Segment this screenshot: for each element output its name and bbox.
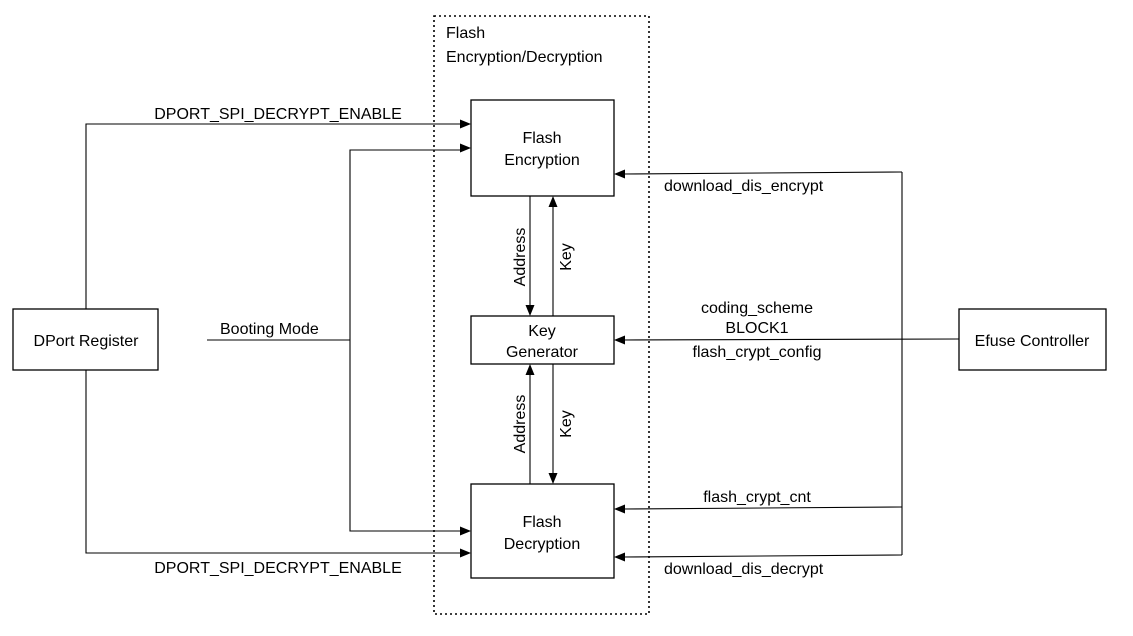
arrowhead-address-upper (525, 305, 535, 316)
signal-flash-crypt-cnt: flash_crypt_cnt (703, 489, 811, 506)
signal-booting-mode: Booting Mode (220, 321, 319, 338)
arrowhead-booting-to-decryption (460, 526, 471, 536)
wire-efuse-to-key-generator (622, 338, 960, 341)
signal-download-dis-decrypt: download_dis_decrypt (664, 561, 824, 578)
arrowhead-booting-to-encryption (460, 143, 471, 153)
wire-download-dis-encrypt (622, 171, 903, 175)
arrowhead-key-upper (548, 196, 558, 207)
dport-register-block (12, 308, 159, 371)
signal-block1: BLOCK1 (725, 320, 788, 337)
signal-address-lower: Address (512, 395, 529, 454)
signal-dport-spi-decrypt-enable-top: DPORT_SPI_DECRYPT_ENABLE (154, 106, 402, 123)
flash-decryption-label-line2: Decryption (504, 536, 580, 553)
key-generator-label-line2: Generator (506, 344, 579, 361)
flash-decryption-block (470, 483, 615, 579)
arrowhead-key-lower (548, 473, 558, 484)
flash-encryption-block (470, 99, 615, 197)
signal-dport-spi-decrypt-enable-bottom: DPORT_SPI_DECRYPT_ENABLE (154, 560, 402, 577)
signal-key-upper: Key (558, 243, 575, 271)
arrowhead-download-dis-encrypt (614, 169, 625, 179)
arrowhead-address-lower (525, 364, 535, 375)
wire-flash-crypt-cnt (622, 506, 903, 510)
flash-encryption-label-line2: Encryption (504, 152, 580, 169)
signal-address-upper: Address (512, 228, 529, 287)
dport-register-label: DPort Register (34, 333, 140, 350)
wire-booting-mode-to-decryption (349, 340, 462, 532)
efuse-controller-label: Efuse Controller (975, 333, 1090, 350)
signal-key-lower: Key (558, 410, 575, 438)
wire-booting-mode-to-encryption (349, 149, 462, 340)
signal-coding-scheme: coding_scheme (701, 300, 813, 317)
wire-dport-to-encryption (85, 123, 462, 309)
flash-encryption-label-line1: Flash (522, 130, 561, 147)
arrowhead-efuse-to-key-generator (614, 335, 625, 345)
arrowhead-dport-to-encryption (460, 119, 471, 129)
group-title-line1: Flash (446, 25, 485, 42)
arrowhead-dport-to-decryption (460, 548, 471, 558)
flash-encryption-decryption-group (433, 15, 650, 615)
group-title-line2: Encryption/Decryption (446, 49, 603, 66)
arrowhead-download-dis-decrypt (614, 552, 625, 562)
key-generator-label-line1: Key (528, 323, 556, 340)
key-generator-block (470, 315, 615, 365)
arrowhead-flash-crypt-cnt (614, 504, 625, 514)
wire-dport-to-decryption (85, 370, 462, 554)
signal-download-dis-encrypt: download_dis_encrypt (664, 178, 824, 195)
wire-download-dis-decrypt (622, 554, 903, 558)
flash-decryption-label-line1: Flash (522, 514, 561, 531)
signal-flash-crypt-config: flash_crypt_config (693, 344, 822, 361)
